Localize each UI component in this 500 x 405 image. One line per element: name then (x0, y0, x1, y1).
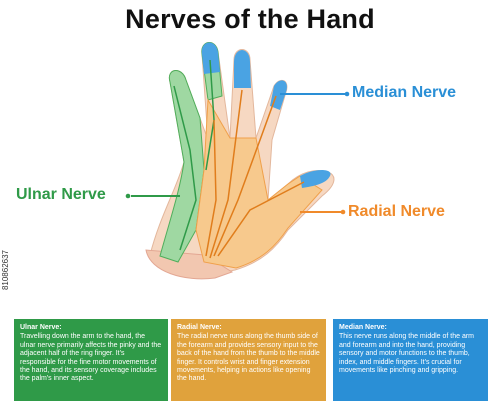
radial-leader-dot (340, 209, 346, 215)
median-panel-text: This nerve runs along the middle of the … (339, 333, 475, 375)
ring-fingertip (201, 42, 220, 74)
radial-panel-title: Radial Nerve: (177, 324, 222, 331)
diagram-title: Nerves of the Hand (125, 4, 375, 34)
thumb-tip (300, 170, 331, 188)
radial-nerve-label: Radial Nerve (348, 203, 445, 220)
hand-diagram (125, 42, 350, 280)
ulnar-leader-dot (125, 193, 131, 199)
ulnar-panel-text: Travelling down the arm to the hand, the… (20, 333, 162, 383)
median-nerve-label: Median Nerve (352, 84, 457, 101)
radial-nerve-lines (205, 89, 305, 259)
ulnar-info-panel: Ulnar Nerve: Travelling down the arm to … (14, 319, 168, 401)
radial-panel-text: The radial nerve runs along the thumb si… (177, 333, 320, 383)
ulnar-region (159, 70, 205, 263)
ulnar-nerve-label: Ulnar Nerve (16, 186, 106, 203)
stock-id-watermark: 810862637 (1, 250, 10, 291)
median-leader-dot (344, 91, 350, 97)
radial-info-panel: Radial Nerve: The radial nerve runs alon… (171, 319, 326, 401)
median-info-panel: Median Nerve: This nerve runs along the … (333, 319, 488, 401)
middle-fingertip (234, 50, 251, 88)
median-panel-title: Median Nerve: (339, 324, 387, 331)
ulnar-panel-title: Ulnar Nerve: (20, 324, 62, 331)
